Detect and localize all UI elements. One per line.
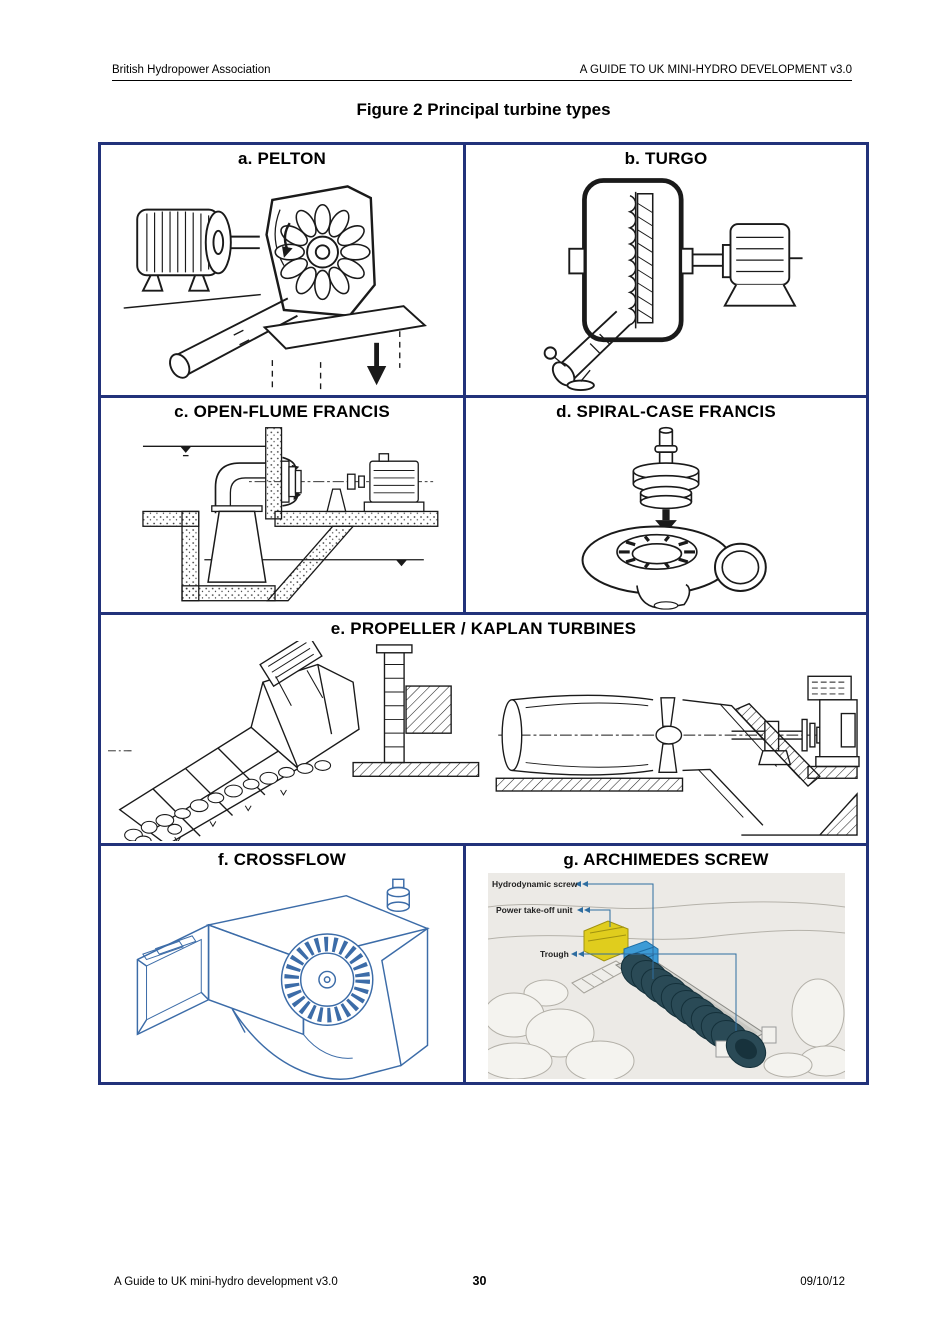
- footer-left-text: A Guide to UK mini-hydro development v3.…: [114, 1276, 338, 1288]
- cell-crossflow: f. CROSSFLOW: [101, 843, 463, 1082]
- cell-propeller-kaplan: e. PROPELLER / KAPLAN TURBINES: [101, 612, 866, 843]
- cell-open-flume-francis: c. OPEN-FLUME FRANCIS: [101, 395, 463, 612]
- annotation-trough: Trough: [540, 949, 569, 959]
- turgo-label: b. TURGO: [624, 149, 708, 168]
- cell-turgo: b. TURGO: [463, 145, 866, 395]
- crossflow-label: f. CROSSFLOW: [218, 850, 346, 869]
- cell-pelton: a. PELTON: [101, 145, 463, 395]
- header-left-text: British Hydropower Association: [112, 64, 271, 76]
- spiral-case-francis-label: d. SPIRAL-CASE FRANCIS: [556, 402, 776, 421]
- pelton-diagram-icon: [123, 185, 427, 392]
- annotation-hydrodynamic-screw: Hydrodynamic screw: [492, 879, 578, 889]
- footer-page-number: 30: [472, 1274, 487, 1288]
- cell-spiral-case-francis: d. SPIRAL-CASE FRANCIS: [463, 395, 866, 612]
- footer-date: 09/10/12: [800, 1276, 846, 1288]
- archimedes-photo: Hydrodynamic screw Power take-off unit T…: [479, 873, 852, 1082]
- turbine-types-table: a. PELTON: [98, 142, 869, 1085]
- archimedes-screw-label: g. ARCHIMEDES SCREW: [563, 850, 769, 869]
- open-flume-francis-diagram-icon: [142, 427, 439, 602]
- pelton-label: a. PELTON: [237, 149, 327, 168]
- page-footer: A Guide to UK mini-hydro development v3.…: [114, 1274, 845, 1288]
- page-header: British Hydropower Association A GUIDE T…: [112, 64, 852, 81]
- turgo-diagram-icon: [543, 178, 803, 391]
- cell-archimedes-screw: g. ARCHIMEDES SCREW: [463, 843, 866, 1082]
- figure-title: Figure 2 Principal turbine types: [356, 100, 611, 119]
- archimedes-diagram-icon: Hydrodynamic screw Power take-off unit T…: [479, 873, 852, 1082]
- crossflow-diagram-icon: [136, 878, 430, 1080]
- propeller-kaplan-diagram-icon: [108, 641, 860, 841]
- propeller-kaplan-label: e. PROPELLER / KAPLAN TURBINES: [330, 619, 637, 638]
- header-right-text: A GUIDE TO UK MINI-HYDRO DEVELOPMENT v3.…: [579, 64, 852, 76]
- annotation-power-take-off-unit: Power take-off unit: [496, 905, 573, 915]
- open-flume-francis-label: c. OPEN-FLUME FRANCIS: [174, 402, 390, 421]
- spiral-case-francis-diagram-icon: [581, 426, 767, 610]
